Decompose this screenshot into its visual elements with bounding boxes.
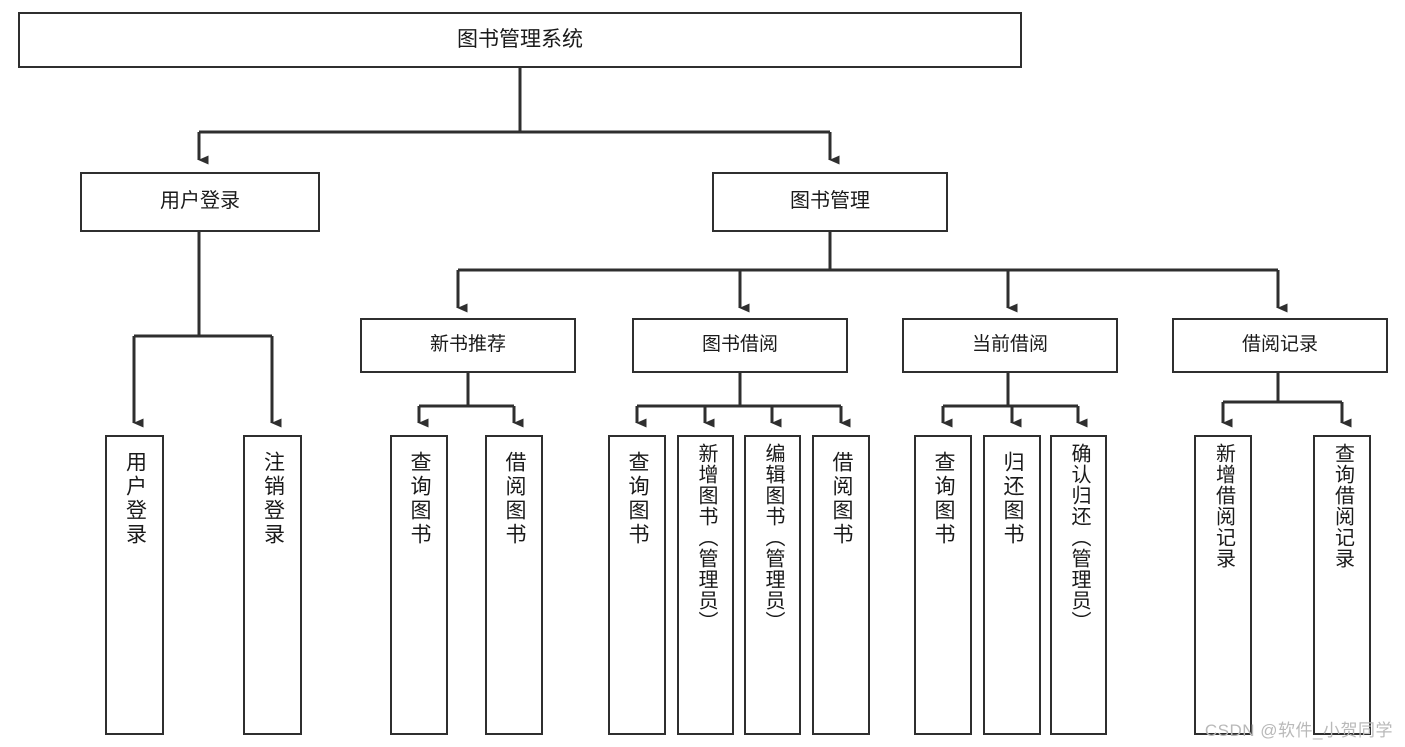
node-leaf-add-borrow-record[interactable]: 新增借阅记录 — [1194, 435, 1252, 735]
node-leaf-confirm-return-admin-label: 确认归还（管理员） — [1068, 443, 1090, 632]
node-leaf-edit-book-admin-label: 编辑图书（管理员） — [762, 443, 784, 632]
node-leaf-return-book[interactable]: 归还图书 — [983, 435, 1041, 735]
node-user-login[interactable]: 用户登录 — [80, 172, 320, 232]
node-current-borrow-label: 当前借阅 — [971, 334, 1048, 356]
node-leaf-edit-book-admin[interactable]: 编辑图书（管理员） — [744, 435, 801, 735]
node-leaf-add-book-admin[interactable]: 新增图书（管理员） — [677, 435, 734, 735]
node-leaf-add-borrow-record-label: 新增借阅记录 — [1212, 443, 1235, 569]
node-leaf-query-book-3[interactable]: 查询图书 — [914, 435, 972, 735]
node-book-borrow-label: 图书借阅 — [701, 334, 778, 356]
node-leaf-confirm-return-admin[interactable]: 确认归还（管理员） — [1050, 435, 1107, 735]
node-leaf-borrow-book-1[interactable]: 借阅图书 — [485, 435, 543, 735]
node-leaf-user-login-label: 用户登录 — [123, 451, 147, 547]
node-user-login-label: 用户登录 — [160, 190, 240, 213]
node-leaf-add-book-admin-label: 新增图书（管理员） — [695, 443, 717, 632]
node-leaf-query-book-1-label: 查询图书 — [408, 451, 432, 547]
node-book-manage-label: 图书管理 — [790, 190, 870, 213]
node-leaf-query-borrow-record[interactable]: 查询借阅记录 — [1313, 435, 1371, 735]
node-leaf-query-borrow-record-label: 查询借阅记录 — [1331, 443, 1354, 569]
node-root-label: 图书管理系统 — [457, 27, 583, 51]
node-leaf-query-book-3-label: 查询图书 — [932, 451, 956, 547]
node-book-borrow[interactable]: 图书借阅 — [632, 318, 848, 373]
node-leaf-borrow-book-2[interactable]: 借阅图书 — [812, 435, 870, 735]
node-leaf-user-login[interactable]: 用户登录 — [105, 435, 164, 735]
node-new-book-rec[interactable]: 新书推荐 — [360, 318, 576, 373]
node-leaf-return-book-label: 归还图书 — [1001, 451, 1025, 547]
node-leaf-borrow-book-1-label: 借阅图书 — [503, 451, 527, 547]
node-new-book-rec-label: 新书推荐 — [429, 334, 506, 356]
watermark: CSDN @软件_小贺同学 — [1204, 721, 1393, 740]
node-leaf-borrow-book-2-label: 借阅图书 — [830, 451, 854, 547]
node-borrow-record-label: 借阅记录 — [1241, 334, 1318, 356]
node-borrow-record[interactable]: 借阅记录 — [1172, 318, 1388, 373]
node-leaf-query-book-2[interactable]: 查询图书 — [608, 435, 666, 735]
node-leaf-query-book-1[interactable]: 查询图书 — [390, 435, 448, 735]
node-root[interactable]: 图书管理系统 — [18, 12, 1022, 68]
node-book-manage[interactable]: 图书管理 — [712, 172, 948, 232]
node-current-borrow[interactable]: 当前借阅 — [902, 318, 1118, 373]
node-leaf-logout-label: 注销登录 — [261, 451, 285, 547]
node-leaf-logout[interactable]: 注销登录 — [243, 435, 302, 735]
node-leaf-query-book-2-label: 查询图书 — [626, 451, 650, 547]
